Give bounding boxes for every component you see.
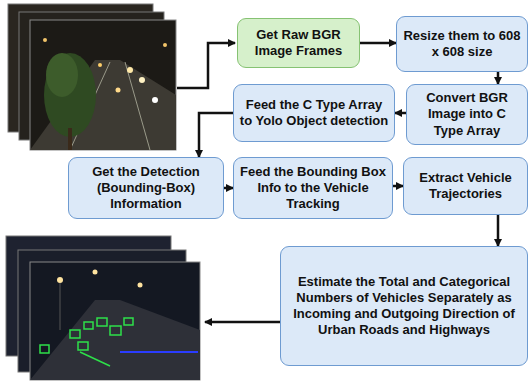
process-box: Extract Vehicle Trajectories bbox=[403, 157, 528, 215]
box-text: Resize them to 608 x 608 size bbox=[402, 28, 522, 61]
process-box: Feed the C Type Array to Yolo Object det… bbox=[233, 84, 395, 142]
box-text: Extract Vehicle Trajectories bbox=[409, 170, 522, 203]
flow-arrow bbox=[199, 113, 233, 157]
box-text: Get the Detection (Bounding-Box) Informa… bbox=[74, 164, 218, 213]
flow-arrow bbox=[395, 112, 406, 115]
output-frames bbox=[6, 236, 200, 380]
process-box: Estimate the Total and Categorical Numbe… bbox=[280, 246, 528, 366]
box-text: Feed the Bounding Box Info to the Vehicl… bbox=[239, 164, 387, 213]
flow-arrow bbox=[360, 42, 396, 45]
box-text: Convert BGR Image into C Type Array bbox=[412, 90, 522, 139]
box-text: Get Raw BGR Image Frames bbox=[243, 27, 354, 60]
flow-arrow bbox=[224, 187, 233, 190]
raw-frames bbox=[8, 4, 176, 150]
process-box: Get the Detection (Bounding-Box) Informa… bbox=[68, 157, 224, 219]
input-arrow bbox=[177, 43, 235, 88]
box-text: Feed the C Type Array to Yolo Object det… bbox=[239, 97, 389, 130]
process-box: Get Raw BGR Image Frames bbox=[237, 18, 360, 68]
flow-arrow bbox=[393, 185, 403, 188]
process-box: Feed the Bounding Box Info to the Vehicl… bbox=[233, 157, 393, 219]
flow-arrow bbox=[497, 72, 500, 84]
process-box: Resize them to 608 x 608 size bbox=[396, 16, 528, 72]
output-arrow bbox=[205, 321, 280, 324]
process-box: Convert BGR Image into C Type Array bbox=[406, 84, 528, 145]
box-text: Estimate the Total and Categorical Numbe… bbox=[286, 274, 522, 339]
flow-arrow bbox=[497, 215, 500, 246]
